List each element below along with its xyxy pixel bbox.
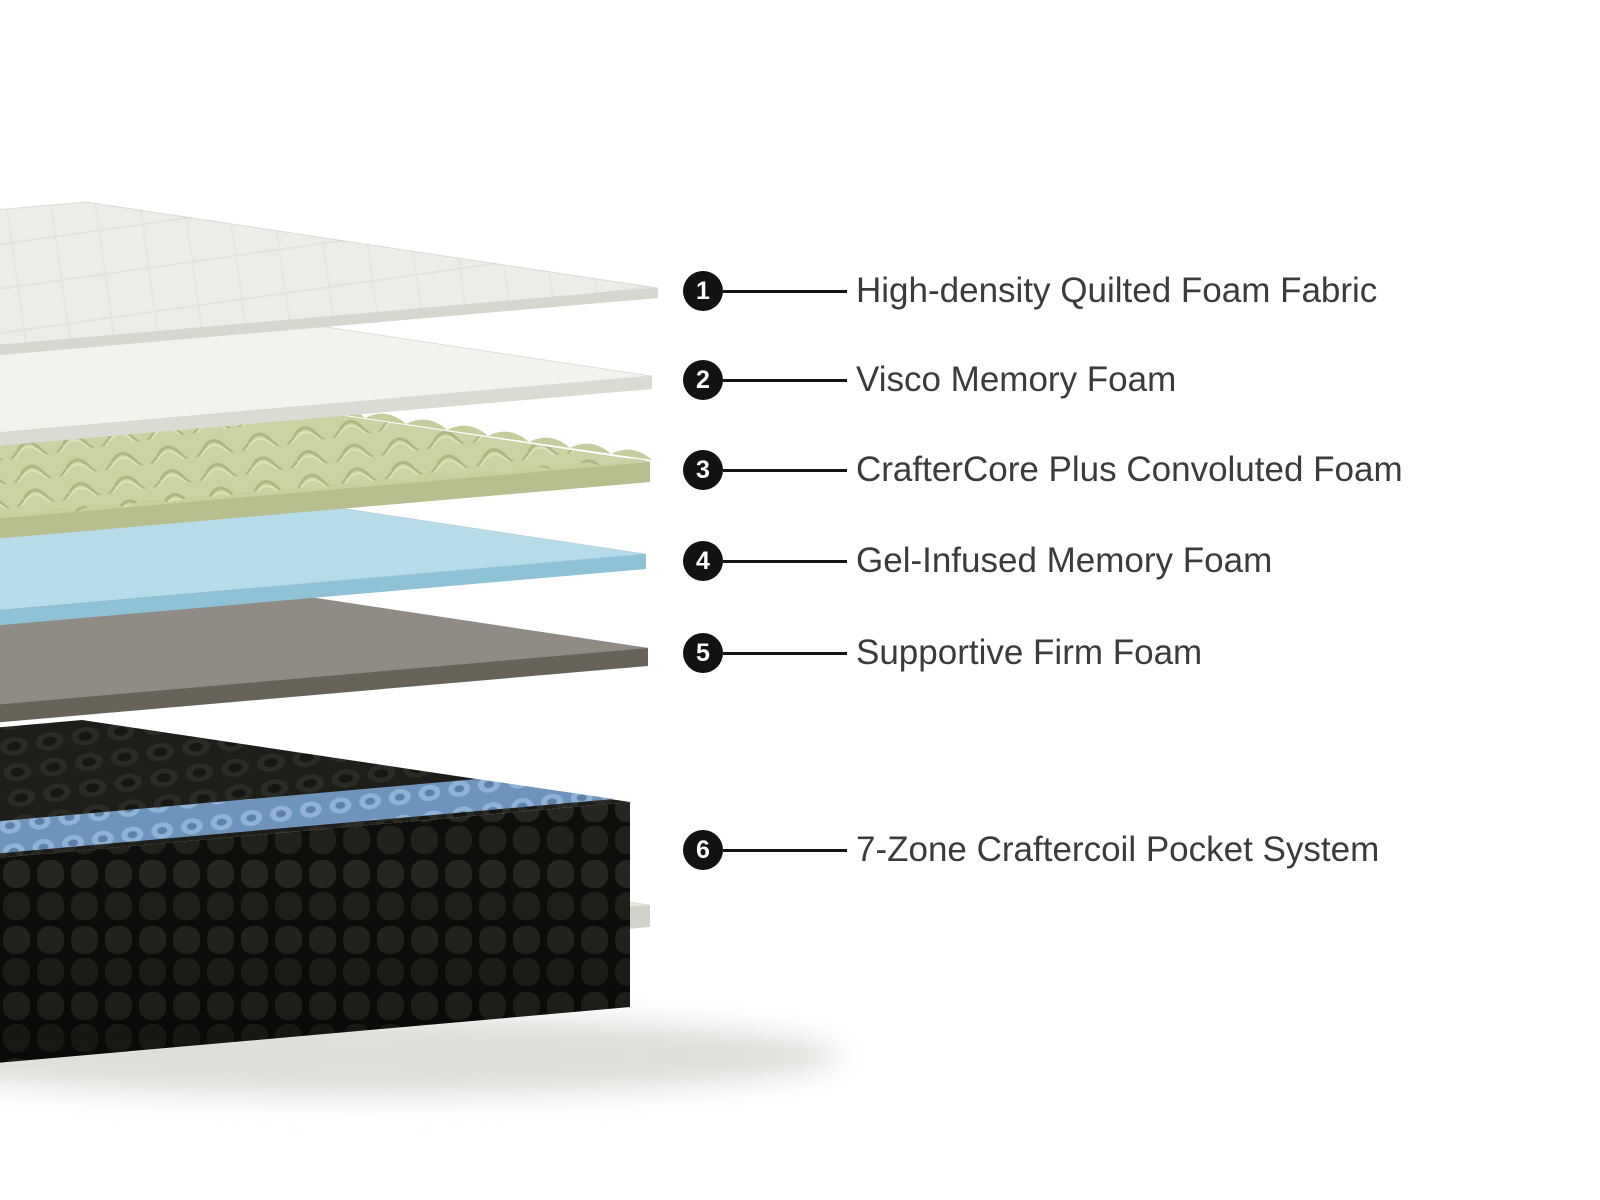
callout-6-number-badge: 6 xyxy=(683,830,723,870)
callout-4: 4 Gel-Infused Memory Foam xyxy=(683,541,1272,581)
gel-foam-front-face xyxy=(0,554,646,626)
callout-6-lead-line xyxy=(723,848,847,852)
callout-5-label: Supportive Firm Foam xyxy=(856,633,1203,672)
callout-5-number-badge: 5 xyxy=(683,633,723,673)
callout-2-number-badge: 2 xyxy=(683,360,723,400)
callout-4-lead-line xyxy=(723,559,847,563)
callout-1-label: High-density Quilted Foam Fabric xyxy=(856,271,1378,310)
visco-foam-front-face xyxy=(0,376,652,446)
callout-4-number-badge: 4 xyxy=(683,541,723,581)
callout-5: 5 Supportive Firm Foam xyxy=(683,633,1202,673)
callout-2-lead-line xyxy=(723,378,847,382)
callout-3-lead-line xyxy=(723,468,847,472)
quilted-fabric-top-face xyxy=(0,201,659,346)
callout-2-label: Visco Memory Foam xyxy=(856,360,1177,399)
callout-1-lead-line xyxy=(723,289,847,293)
callout-3: 3 CrafterCore Plus Convoluted Foam xyxy=(683,450,1403,490)
coil-blue-band xyxy=(0,779,614,854)
callout-6: 6 7-Zone Craftercoil Pocket System xyxy=(683,830,1379,870)
callout-1-number-badge: 1 xyxy=(683,271,723,311)
callout-2: 2 Visco Memory Foam xyxy=(683,360,1176,400)
callout-6-label: 7-Zone Craftercoil Pocket System xyxy=(856,830,1380,869)
convoluted-front-wave-edge xyxy=(0,458,650,519)
callout-3-label: CrafterCore Plus Convoluted Foam xyxy=(856,450,1403,489)
layer-quilted-fabric xyxy=(0,201,659,356)
coil-front-shading xyxy=(0,802,630,1063)
callout-3-number-badge: 3 xyxy=(683,450,723,490)
callout-5-lead-line xyxy=(723,651,847,655)
firm-foam-front-face xyxy=(0,648,648,723)
layer-pocket-coils xyxy=(0,720,630,1063)
convoluted-front-face xyxy=(0,462,650,539)
callout-4-label: Gel-Infused Memory Foam xyxy=(856,541,1273,580)
quilted-fabric-front-face xyxy=(0,288,658,356)
callout-1: 1 High-density Quilted Foam Fabric xyxy=(683,271,1377,311)
